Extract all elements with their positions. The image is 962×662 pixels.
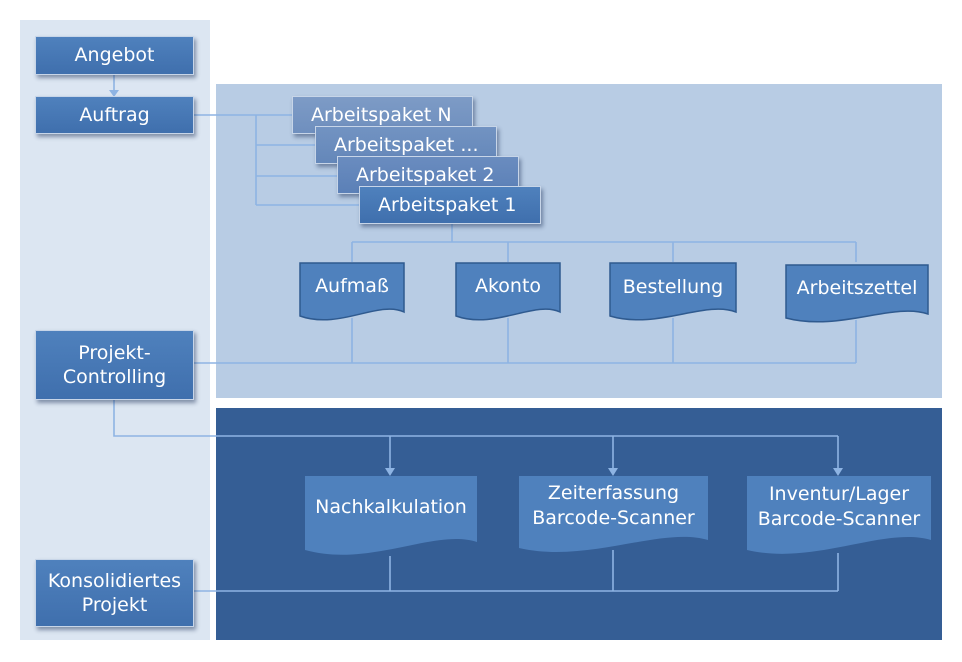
arbeitszettel-document[interactable]: Arbeitszettel [785, 264, 929, 324]
zeiterfassung-label: Zeiterfassung Barcode-Scanner [532, 482, 695, 530]
document-shape [455, 262, 561, 321]
arrow-head-inventur [833, 468, 843, 476]
document-shape [747, 476, 931, 554]
aufmass-document[interactable]: Aufmaß [299, 262, 405, 322]
arrow-head-nachkalkulation [385, 468, 395, 476]
projekt-controlling-box[interactable]: Projekt- Controlling [35, 330, 194, 400]
arrow-head-zeiterfassung [608, 468, 618, 476]
connector-controlling-analysis [113, 400, 838, 437]
auftrag-box[interactable]: Auftrag [35, 96, 194, 134]
angebot-box[interactable]: Angebot [35, 36, 194, 75]
document-shape [299, 262, 405, 321]
document-shape [609, 262, 737, 321]
aufmass-label: Aufmaß [315, 275, 389, 297]
document-shape [519, 476, 708, 553]
work-package-1[interactable]: Arbeitspaket 1 [359, 186, 541, 224]
bestellung-document[interactable]: Bestellung [609, 262, 737, 322]
arrow-head-auftrag [109, 90, 119, 97]
zeiterfassung-document[interactable]: Zeiterfassung Barcode-Scanner [519, 476, 708, 556]
document-shape [785, 264, 929, 323]
akonto-label: Akonto [474, 275, 542, 297]
nachkalkulation-document[interactable]: Nachkalkulation [305, 476, 477, 560]
bestellung-label: Bestellung [622, 276, 724, 298]
document-shape [305, 476, 477, 555]
nachkalkulation-label: Nachkalkulation [315, 496, 467, 518]
inventur-lager-document[interactable]: Inventur/Lager Barcode-Scanner [747, 476, 931, 558]
arbeitszettel-label: Arbeitszettel [796, 277, 918, 299]
konsolidiertes-projekt-box[interactable]: Konsolidiertes Projekt [35, 559, 194, 627]
akonto-document[interactable]: Akonto [455, 262, 561, 322]
inventur-lager-label: Inventur/Lager Barcode-Scanner [757, 483, 921, 531]
